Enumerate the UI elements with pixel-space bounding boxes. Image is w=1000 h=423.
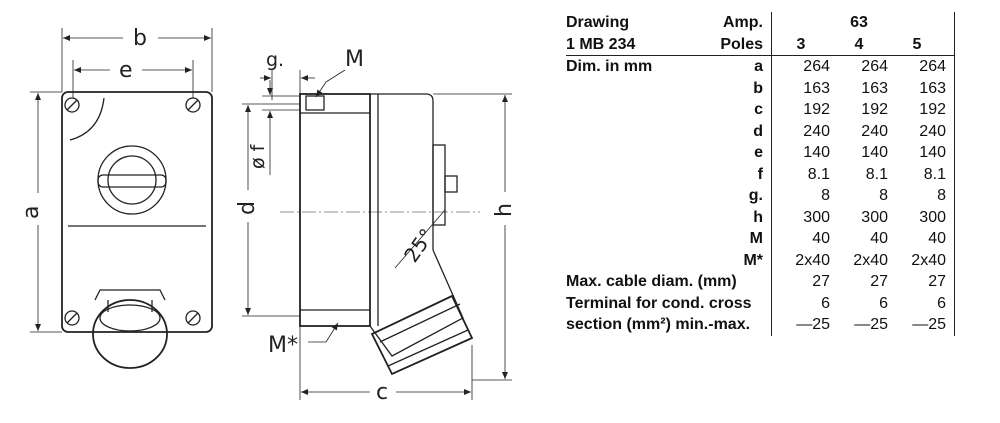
- poles-value: 5: [888, 33, 946, 56]
- cell-value: 8.1: [923, 165, 946, 183]
- dim-label-f: ø f: [247, 143, 269, 169]
- dimension-key: c: [693, 99, 772, 121]
- dim-label-h: h: [492, 203, 517, 217]
- dimension-key: h: [693, 206, 772, 228]
- dimension-key: e: [693, 142, 772, 164]
- cell-value: 163: [919, 79, 946, 97]
- technical-drawing: b e a g. M ø f d h 25° M* c: [19, 26, 517, 405]
- dimension-key: g.: [693, 185, 772, 207]
- table-row: d 240 240 240: [566, 120, 955, 142]
- dim-label-g: g.: [266, 49, 284, 71]
- table-row: Dim. in mm a 264 264 264: [566, 55, 955, 78]
- dim-label-a: a: [19, 206, 44, 219]
- table-row: e 140 140 140: [566, 142, 955, 164]
- cell-value: 192: [919, 101, 946, 118]
- cell-value: 8: [937, 187, 946, 204]
- cell-value: 27: [812, 273, 830, 290]
- cell-value: 300: [861, 208, 888, 226]
- cell-value: —25: [912, 316, 946, 333]
- dim-label-c: c: [376, 380, 388, 405]
- cell-value: 264: [861, 58, 888, 75]
- table-row: M 40 40 40: [566, 228, 955, 250]
- cable-label: Max. cable diam. (mm): [566, 271, 772, 293]
- cell-value: 163: [803, 79, 830, 97]
- cell-value: 40: [812, 230, 830, 247]
- dim-label-d: d: [235, 201, 260, 215]
- cell-value: 140: [861, 144, 888, 161]
- table-row: b 163 163 163: [566, 77, 955, 99]
- dimension-table: Drawing Amp. 63 1 MB 234 Poles 3 4 5 Dim…: [566, 12, 955, 336]
- corner-screw-icon: [185, 97, 201, 113]
- cell-value: 240: [919, 122, 946, 140]
- cell-value: 2x40: [911, 251, 946, 269]
- table-row: h 300 300 300: [566, 206, 955, 228]
- cell-value: 8.1: [865, 165, 888, 183]
- cell-value: 140: [803, 144, 830, 161]
- cell-value: 8.1: [807, 165, 830, 183]
- cell-value: 163: [861, 79, 888, 97]
- cell-value: 264: [919, 58, 946, 75]
- poles-value: 3: [771, 33, 830, 56]
- table-header-row: 1 MB 234 Poles 3 4 5: [566, 33, 955, 56]
- amp-label: Amp.: [693, 12, 772, 34]
- front-view: [30, 28, 213, 369]
- table-row: c 192 192 192: [566, 99, 955, 121]
- cell-value: 300: [919, 208, 946, 226]
- table-row: Terminal for cond. cross 6 6 6: [566, 292, 955, 314]
- dimension-key: f: [693, 163, 772, 185]
- corner-screw-icon: [64, 97, 80, 113]
- table-row: f 8.1 8.1 8.1: [566, 163, 955, 185]
- cell-value: 192: [803, 101, 830, 118]
- corner-screw-icon: [64, 310, 80, 326]
- model-number: 1 MB 234: [566, 33, 693, 56]
- dimension-key: a: [693, 55, 772, 78]
- angled-socket-icon: [369, 249, 474, 376]
- drawing-label: Drawing: [566, 14, 630, 31]
- cell-value: 192: [861, 101, 888, 118]
- cell-value: 2x40: [853, 251, 888, 269]
- cell-value: 240: [861, 122, 888, 140]
- cell-value: 6: [879, 294, 888, 312]
- cell-value: 27: [928, 273, 946, 290]
- dimension-key: M*: [693, 249, 772, 271]
- table-row: g. 8 8 8: [566, 185, 955, 207]
- cell-value: 2x40: [795, 251, 830, 269]
- dim-label-Mstar: M*: [268, 333, 298, 358]
- cell-value: —25: [854, 316, 888, 333]
- poles-label: Poles: [693, 33, 772, 56]
- corner-screw-icon: [185, 310, 201, 326]
- cell-value: 8: [879, 187, 888, 204]
- rotary-switch-icon: [97, 145, 167, 215]
- socket-outlet-icon: [92, 289, 168, 369]
- dimension-key: M: [693, 228, 772, 250]
- poles-value: 4: [830, 33, 888, 56]
- terminal-label: section (mm²) min.-max.: [566, 314, 772, 336]
- cell-value: 6: [937, 294, 946, 312]
- table-row: Max. cable diam. (mm) 27 27 27: [566, 271, 955, 293]
- cell-value: 8: [821, 187, 830, 204]
- table-row: section (mm²) min.-max. —25 —25 —25: [566, 314, 955, 336]
- cell-value: 27: [870, 273, 888, 290]
- cell-value: 6: [821, 294, 830, 312]
- table-header-row: Drawing Amp. 63: [566, 12, 955, 34]
- cell-value: 40: [928, 230, 946, 247]
- dimension-key: b: [693, 77, 772, 99]
- terminal-label: Terminal for cond. cross: [566, 292, 772, 314]
- side-view: [242, 69, 512, 400]
- dim-label-M: M: [345, 47, 364, 72]
- cell-value: 264: [803, 58, 830, 75]
- cell-value: 140: [919, 144, 946, 161]
- dim-unit-label: Dim. in mm: [566, 58, 653, 75]
- cell-value: 40: [870, 230, 888, 247]
- dimension-key: d: [693, 120, 772, 142]
- dim-label-b: b: [133, 26, 147, 51]
- cell-value: 300: [803, 208, 830, 226]
- cell-value: —25: [796, 316, 830, 333]
- table-row: M* 2x40 2x40 2x40: [566, 249, 955, 271]
- cell-value: 240: [803, 122, 830, 140]
- amp-value: 63: [850, 14, 868, 31]
- dim-label-e: e: [119, 58, 133, 83]
